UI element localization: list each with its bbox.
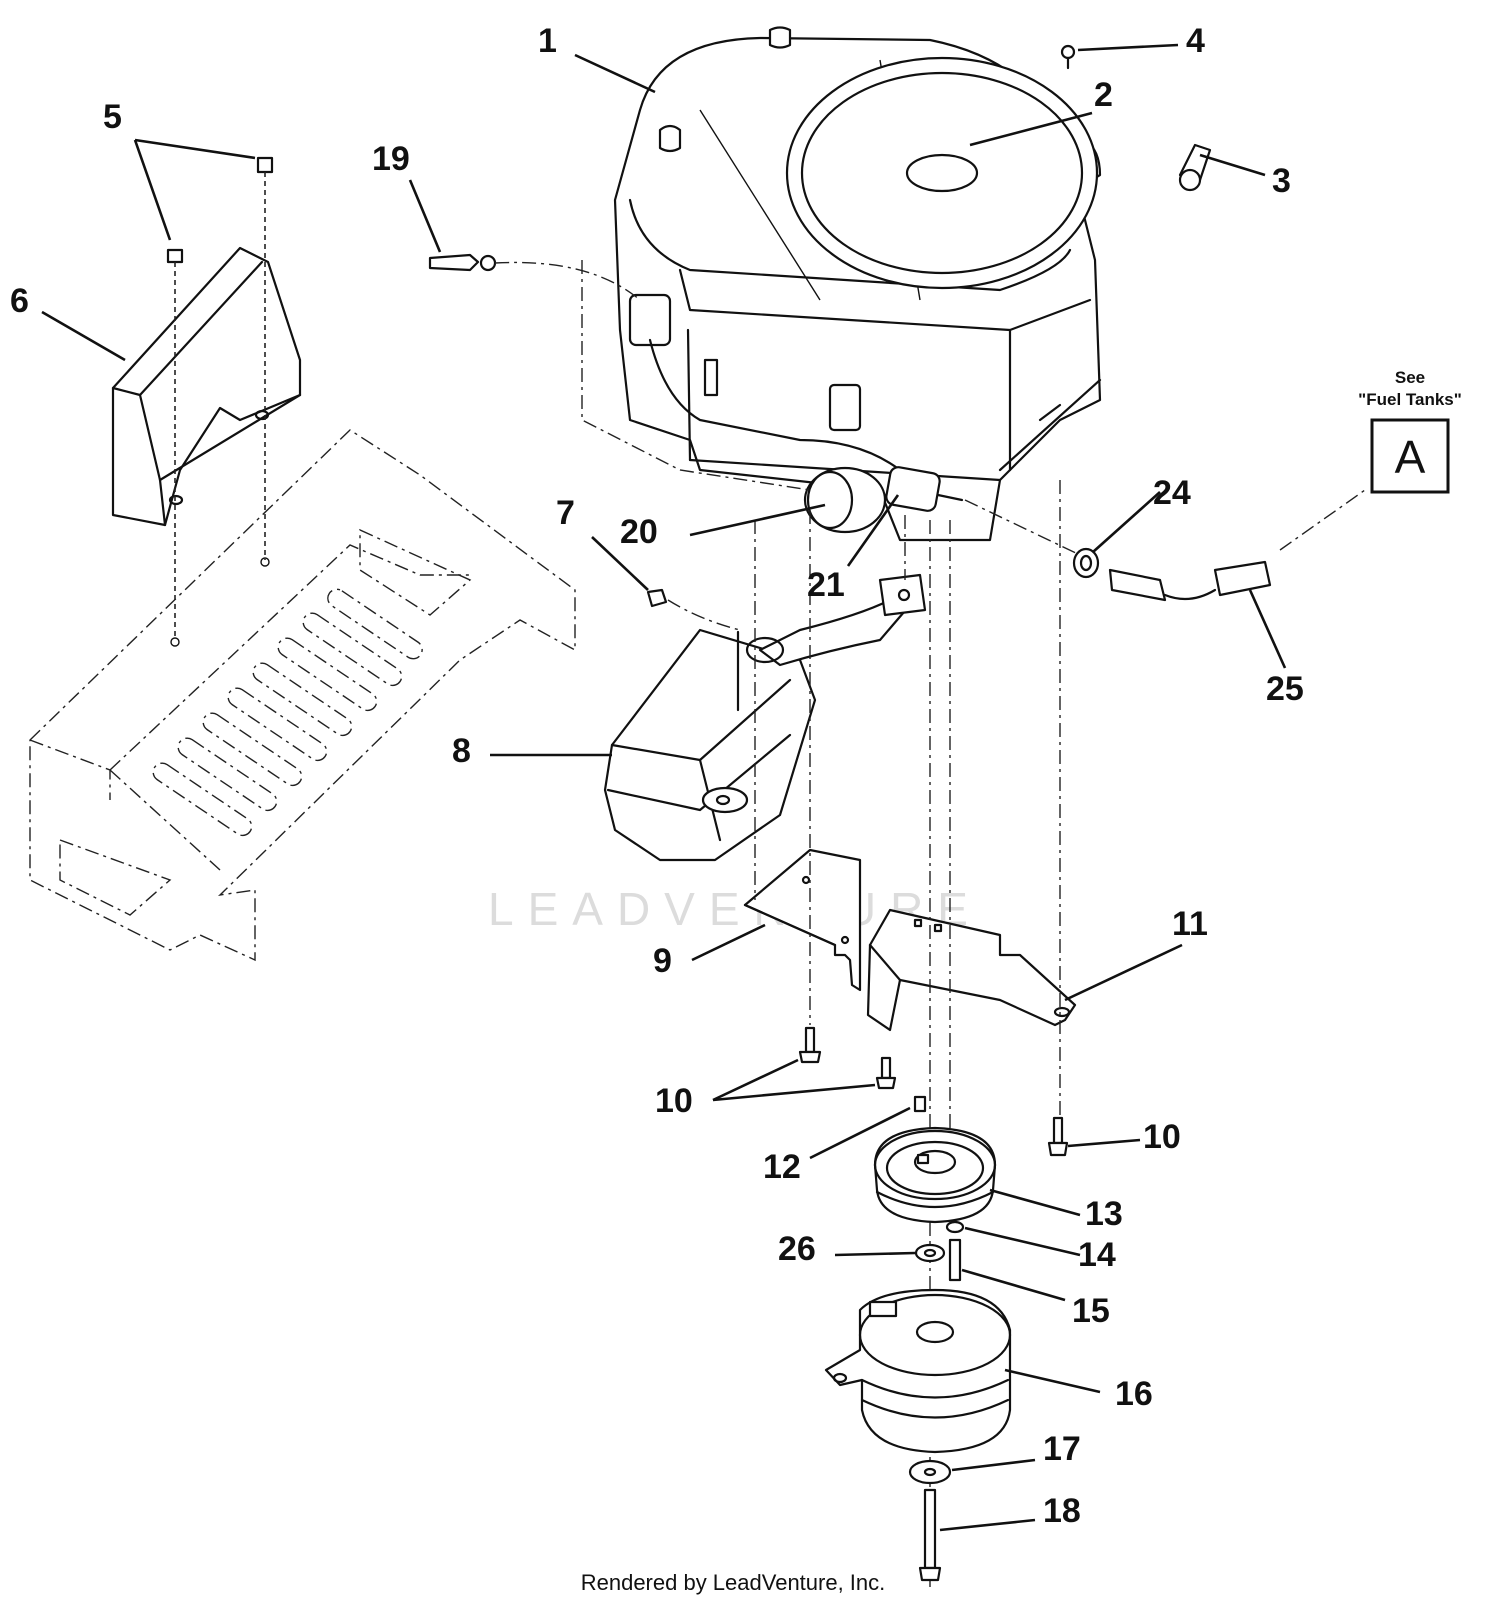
reference-box: [1370, 418, 1450, 494]
oil-fitting: [1178, 143, 1212, 192]
reference-letter: A: [1395, 431, 1426, 483]
fuel-line-25: [1108, 489, 1366, 602]
heat-shield-bracket: [111, 246, 302, 527]
callout-11: 11: [1172, 905, 1208, 943]
bolt-18: [918, 1488, 942, 1582]
reference-fuel-tanks-text: "Fuel Tanks": [1358, 390, 1462, 409]
pin-15: [948, 1238, 962, 1282]
callout-10-right: 10: [1143, 1118, 1181, 1156]
callout-10-left: 10: [655, 1082, 693, 1120]
callout-25: 25: [1266, 670, 1304, 708]
chassis-slots: [152, 588, 423, 837]
callout-15: 15: [1072, 1292, 1110, 1330]
bolt-10-center: [875, 1056, 897, 1090]
callout-2: 2: [1094, 76, 1113, 114]
callout-3: 3: [1272, 162, 1291, 200]
pto-clutch: [824, 1288, 1012, 1454]
chassis-phantom: [29, 429, 576, 962]
callout-5: 5: [103, 98, 122, 136]
screw-4: [1060, 44, 1076, 70]
key-12: [913, 1095, 927, 1113]
bolt-10-right: [1047, 1116, 1069, 1157]
muffler: [603, 573, 927, 862]
callout-9: 9: [653, 942, 672, 980]
callout-20: 20: [620, 513, 658, 551]
callout-4: 4: [1186, 22, 1205, 60]
callout-19: 19: [372, 140, 410, 178]
callout-16: 16: [1115, 1375, 1153, 1413]
spark-plug: [428, 253, 641, 301]
bolts-5: [166, 156, 274, 264]
hose-clamp-24: [1072, 547, 1100, 579]
screw-7: [646, 588, 668, 608]
callout-14: 14: [1078, 1236, 1116, 1274]
air-cleaner-cover: [785, 56, 1099, 290]
callout-7: 7: [556, 494, 575, 532]
bracket-9: [743, 848, 862, 992]
bracket-11: [866, 908, 1077, 1032]
callout-8: 8: [452, 732, 471, 770]
callout-6: 6: [10, 282, 29, 320]
oil-filter: [803, 466, 887, 534]
callout-1: 1: [538, 22, 557, 60]
bolt-10-left: [798, 1026, 822, 1064]
leader-lines: [41, 43, 1287, 1532]
callout-labels: 1 2 3 4 5 6 7 8 9 10 10 11 12 13 14 15 1…: [10, 22, 1304, 1530]
callout-17: 17: [1043, 1430, 1081, 1468]
fuel-filter: [885, 466, 964, 512]
spacer-26: [914, 1243, 946, 1263]
callout-18: 18: [1043, 1492, 1081, 1530]
footer-credit: Rendered by LeadVenture, Inc.: [581, 1570, 886, 1595]
callout-13: 13: [1085, 1195, 1123, 1233]
washer-14: [945, 1220, 965, 1234]
fuel-tanks-reference[interactable]: See "Fuel Tanks" A: [1358, 368, 1462, 494]
callout-12: 12: [763, 1148, 801, 1186]
reference-see-text: See: [1395, 368, 1425, 387]
washer-17: [908, 1459, 952, 1485]
callout-24: 24: [1153, 474, 1191, 512]
callout-26: 26: [778, 1230, 816, 1268]
engine-caps: [658, 26, 792, 153]
pulley: [873, 1126, 997, 1224]
callout-21: 21: [807, 566, 845, 604]
